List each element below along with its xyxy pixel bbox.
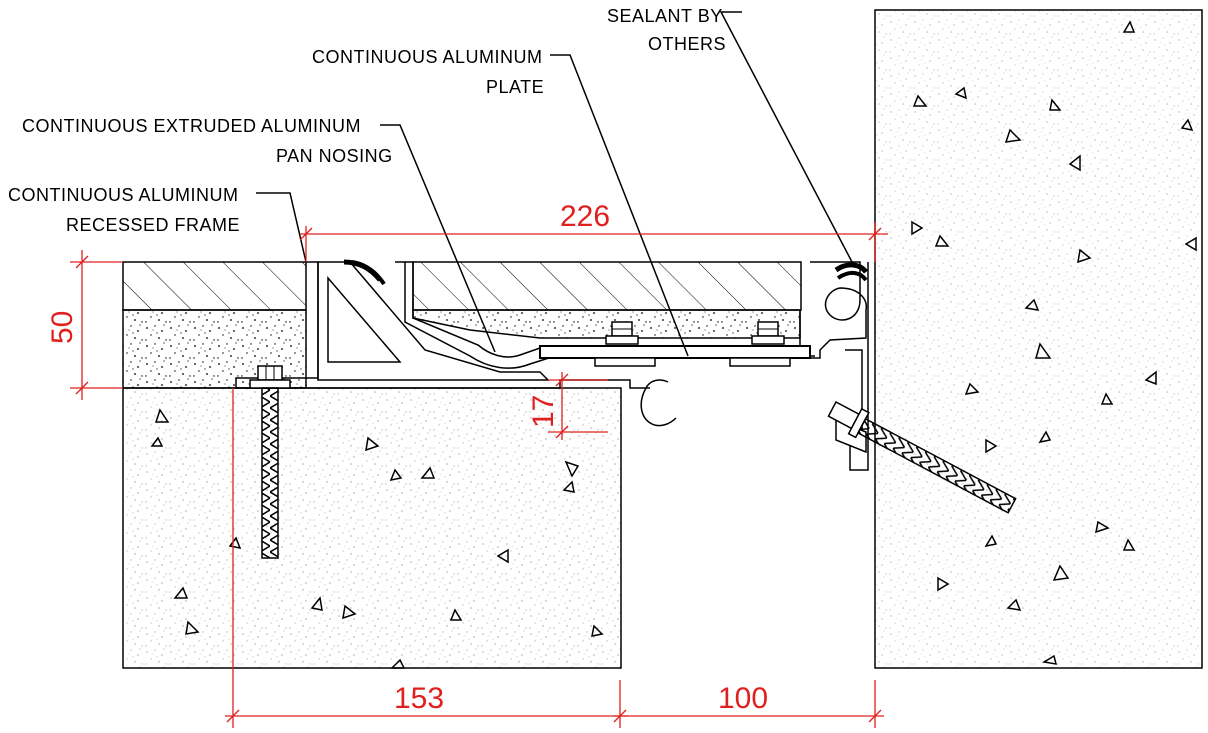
dimension-left-span: 153 bbox=[225, 388, 628, 728]
vertical-anchor-screw bbox=[249, 365, 291, 559]
label-frame: CONTINUOUS ALUMINUM RECESSED FRAME bbox=[8, 185, 240, 235]
wall-frame bbox=[810, 261, 869, 471]
left-c-hook bbox=[640, 379, 677, 427]
svg-text:226: 226 bbox=[560, 200, 610, 233]
label-plate: CONTINUOUS ALUMINUM PLATE bbox=[312, 47, 544, 97]
svg-text:RECESSED FRAME: RECESSED FRAME bbox=[66, 215, 240, 235]
svg-text:SEALANT BY: SEALANT BY bbox=[607, 6, 723, 26]
dimension-offset: 17 bbox=[527, 372, 608, 440]
svg-text:CONTINUOUS ALUMINUM: CONTINUOUS ALUMINUM bbox=[8, 185, 239, 205]
pan-nosing bbox=[395, 261, 815, 369]
svg-text:50: 50 bbox=[46, 311, 79, 344]
aluminum-plate bbox=[539, 321, 811, 367]
svg-text:100: 100 bbox=[718, 682, 768, 715]
svg-text:PAN NOSING: PAN NOSING bbox=[276, 146, 393, 166]
right-concrete-wall bbox=[874, 9, 1203, 669]
angled-anchor-screw bbox=[827, 400, 1017, 514]
left-concrete-slab bbox=[122, 387, 622, 669]
svg-text:153: 153 bbox=[394, 682, 444, 715]
svg-text:PLATE: PLATE bbox=[486, 77, 544, 97]
dimension-overall-width: 226 bbox=[299, 200, 888, 262]
leader-lines bbox=[256, 11, 853, 357]
dimension-right-span: 100 bbox=[614, 680, 884, 728]
svg-text:17: 17 bbox=[527, 395, 560, 428]
aggregate-marks-right bbox=[911, 20, 1197, 665]
pan-infill bbox=[412, 261, 802, 339]
recessed-frame bbox=[235, 259, 650, 389]
label-nosing: CONTINUOUS EXTRUDED ALUMINUM PAN NOSING bbox=[22, 116, 393, 166]
dimension-depth: 50 bbox=[46, 250, 123, 400]
plate-bolt-2 bbox=[751, 321, 785, 345]
plate-bolt-1 bbox=[605, 321, 639, 345]
svg-text:CONTINUOUS EXTRUDED ALUMINUM: CONTINUOUS EXTRUDED ALUMINUM bbox=[22, 116, 361, 136]
label-sealant: SEALANT BY OTHERS bbox=[607, 6, 726, 54]
svg-text:CONTINUOUS ALUMINUM: CONTINUOUS ALUMINUM bbox=[312, 47, 543, 67]
svg-text:OTHERS: OTHERS bbox=[648, 34, 726, 54]
